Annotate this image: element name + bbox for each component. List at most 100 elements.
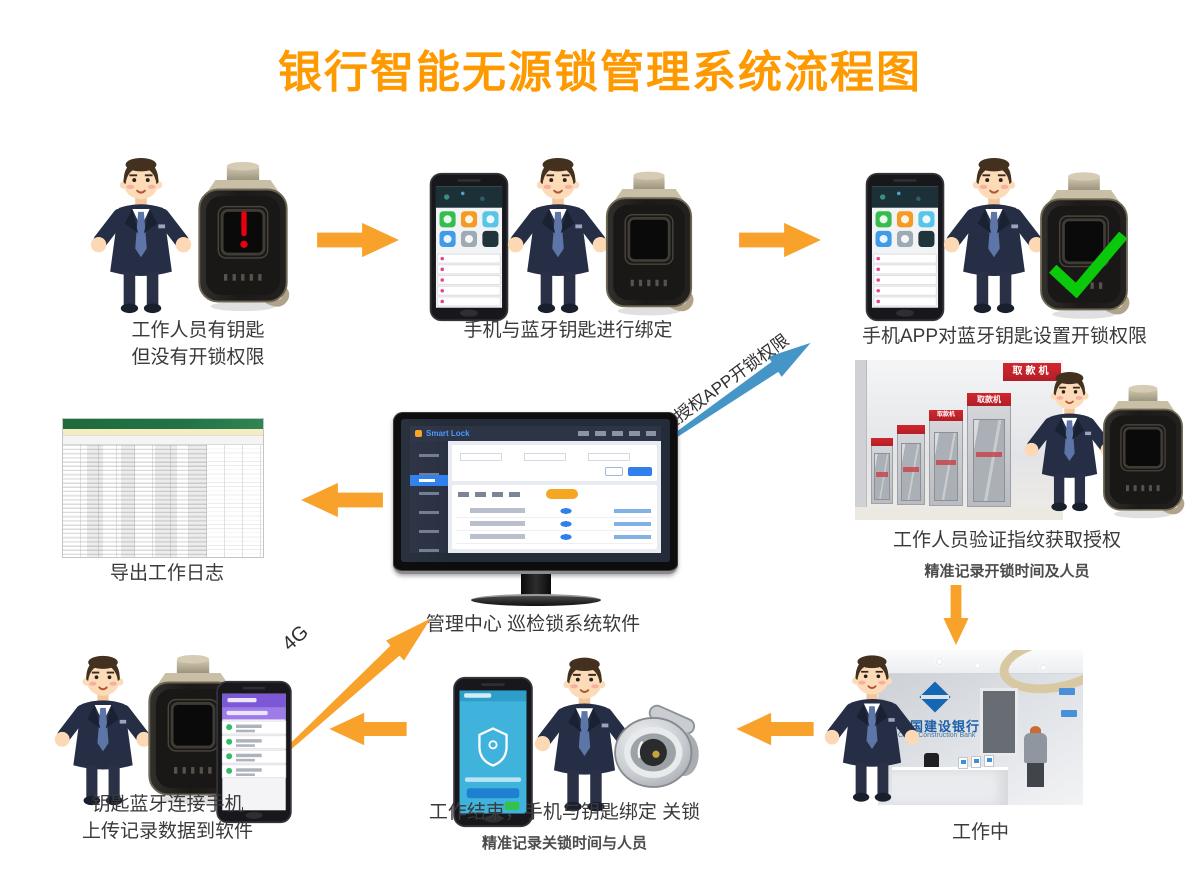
software-logo-icon (415, 430, 422, 437)
software-table-tabs (458, 492, 522, 497)
monitor-screen: Smart Lock (401, 419, 670, 562)
arrow-right-icon (316, 222, 400, 258)
bank-doorway (980, 688, 1018, 756)
arrow-right-icon (738, 222, 822, 258)
excel-grid (63, 445, 263, 557)
software-filter-input (524, 453, 566, 461)
caption-step4-text: 工作人员验证指纹获取授权 (892, 530, 1121, 551)
software-table-rows (456, 505, 653, 547)
atm-pillar (855, 360, 867, 520)
ceiling-spotlight (974, 662, 981, 669)
caption-step5-text: 工作中 (951, 822, 1009, 843)
caption-step3-text: 手机APP对蓝牙钥匙设置开锁权限 (861, 326, 1148, 347)
smartlock-software-ui: Smart Lock (410, 426, 661, 553)
ccb-logo-cn: 中国建设银行 (896, 719, 981, 734)
caption-center-text: 管理中心 巡检锁系统软件 (425, 614, 641, 635)
caption-step1-line2: 但没有开锁权限 (131, 347, 265, 368)
software-filter-panel (452, 445, 657, 481)
bank-ceiling (878, 650, 1083, 674)
arrow-left-icon (300, 482, 384, 518)
caption-export-text: 导出工作日志 (109, 563, 224, 584)
atm-banner (871, 438, 893, 446)
caption-step2-text: 手机与蓝牙钥匙进行绑定 (463, 320, 673, 341)
caption-step7-line1: 钥匙蓝牙连接手机 (91, 794, 244, 815)
bluetooth-key-lock-icon (1092, 382, 1194, 522)
atm-big-banner: 取款机 (1003, 363, 1061, 381)
software-col-actions (613, 505, 652, 547)
software-topbar-menu (578, 431, 656, 436)
arrow-remote-auth-icon (660, 330, 819, 451)
caption-step1-line1: 工作人员有钥匙 (131, 320, 265, 341)
worklog-spreadsheet (62, 418, 264, 558)
excel-col-strip (189, 445, 207, 557)
counter-box (984, 755, 994, 767)
atm-door (901, 443, 921, 501)
software-logo-text: Smart Lock (426, 429, 470, 438)
monitor-stand-neck (520, 574, 551, 596)
excel-ribbon (63, 419, 263, 429)
counter-box (958, 757, 968, 769)
caption-step2: 手机与蓝牙钥匙进行绑定 (418, 317, 718, 344)
worker-body (1024, 733, 1047, 763)
atm-booth: 取款机 (967, 393, 1011, 507)
atm-sticker (902, 466, 920, 472)
person-icon (822, 650, 922, 808)
atm-sticker (875, 472, 889, 478)
atm-door (933, 431, 959, 502)
caption-step6-text: 工作结束，手机与钥匙绑定 关锁 (428, 802, 701, 823)
wall-sign (1061, 710, 1077, 717)
caption-step4-sub: 精准记录开锁时间及人员 (924, 563, 1090, 580)
bank-counter (892, 767, 1008, 805)
phone-apps-icon (427, 172, 511, 322)
atm-banner: 取款机 (929, 410, 963, 421)
excel-col-strip (87, 445, 103, 557)
exclamation-icon (234, 198, 254, 264)
atm-booth (871, 438, 893, 504)
software-main (410, 441, 661, 553)
caption-step1: 工作人员有钥匙 但没有开锁权限 (88, 317, 308, 371)
ccb-logo-en: China Construction Bank (898, 732, 976, 739)
worker-cap (1030, 726, 1041, 735)
label-4g: 4G (278, 621, 313, 656)
software-table-panel (452, 485, 657, 549)
excel-col-strip (121, 445, 135, 557)
software-col-names (469, 505, 525, 547)
atm-banner: 取款机 (967, 393, 1011, 406)
atm-banner (897, 425, 925, 434)
excel-toolbar (63, 436, 263, 445)
caption-step6: 工作结束，手机与钥匙绑定 关锁 精准记录关锁时间与人员 (402, 799, 727, 857)
management-monitor: Smart Lock (393, 412, 678, 617)
caption-center: 管理中心 巡检锁系统软件 (398, 611, 668, 638)
software-reset-button (605, 467, 623, 476)
worker-legs (1027, 763, 1044, 787)
software-search-button (628, 467, 652, 476)
ceiling-spotlight (1008, 658, 1015, 665)
wall-sign (1059, 688, 1075, 695)
caption-step5: 工作中 (878, 819, 1083, 846)
software-topbar: Smart Lock (410, 426, 661, 441)
monitor-stand-base (470, 594, 601, 606)
atm-booth (897, 425, 925, 505)
cam-lock-icon (606, 700, 706, 794)
caption-step4: 工作人员验证指纹获取授权 精准记录开锁时间及人员 (842, 527, 1172, 585)
excel-col-strip (155, 445, 177, 557)
caption-step7: 钥匙蓝牙连接手机 上传记录数据到软件 (50, 791, 285, 845)
software-col-status (558, 505, 576, 547)
check-icon (1046, 226, 1130, 298)
caption-step6-sub: 精准记录关锁时间与人员 (481, 835, 647, 852)
software-sidebar-active-item (410, 475, 448, 486)
monitor-frame: Smart Lock (393, 412, 678, 574)
arrow-left-icon (328, 712, 408, 746)
person-icon (88, 152, 194, 320)
software-content (448, 441, 661, 553)
phone-apps-icon (863, 172, 947, 322)
ccb-logo-icon (919, 681, 951, 713)
bluetooth-key-lock-icon (594, 170, 704, 318)
software-export-button (546, 489, 579, 499)
counter-box (971, 756, 981, 768)
arrow-left-icon (735, 712, 815, 746)
ceiling-spotlight (1040, 664, 1047, 671)
atm-sticker (975, 452, 1003, 458)
atm-sticker (935, 459, 957, 465)
excel-formula-bar (63, 429, 263, 436)
